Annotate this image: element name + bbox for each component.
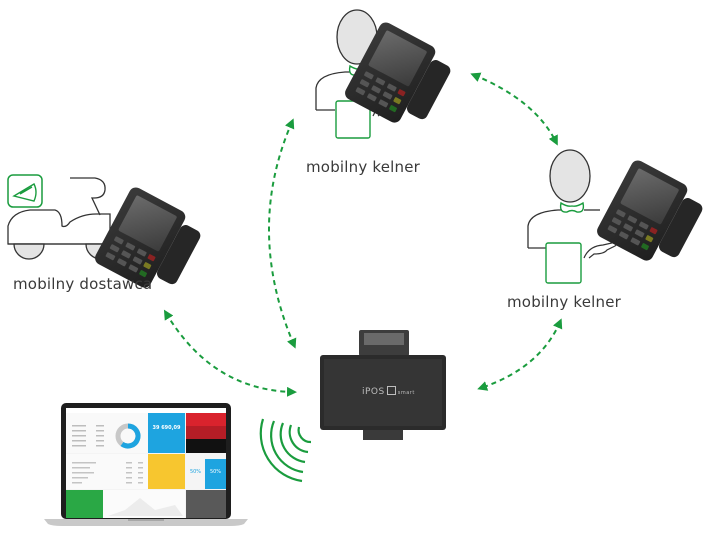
hand-icon [583,241,618,259]
handheld-terminal-icon [597,160,703,261]
pizza-slice-icon [12,183,37,202]
pos-brand-suffix: smart [397,390,415,396]
wireless-signal-icon [259,418,312,483]
laptop [44,403,248,526]
kpi-tile-gray [186,490,226,518]
pos-stand [363,430,403,440]
arrow-pos-to-waiter-top [268,118,297,349]
arrow-waiter-right-to-pos [477,318,563,391]
pos-station [320,330,446,440]
handheld-terminal-icon [345,22,451,123]
pos-brand-logo: iPOS smart [362,386,415,397]
label-waiter-top: mobilny kelner [306,158,421,176]
label-courier: mobilny dostawca [13,275,153,293]
laptop-base [44,519,248,526]
dashboard-percent-left: 50% [189,469,202,475]
dashboard-percent-right: 50% [209,469,222,475]
arrow-waiter-top-to-waiter-right [470,72,558,146]
person-icon [527,149,600,249]
arrow-courier-to-pos [163,309,297,397]
waiter-top-figure [315,9,451,139]
waiter-right-figure [527,149,703,284]
pos-brand-name: iPOS [362,387,385,397]
handheld-terminal-icon [95,187,201,288]
kpi-tile-green [66,490,103,518]
tablet-icon [545,242,582,284]
dashboard-kpi-value: 39 690,09 [152,425,181,431]
label-waiter-right: mobilny kelner [507,293,622,311]
bowtie-icon [559,201,585,213]
kpi-tile-blue [148,413,185,453]
pos-brand-square-icon [386,386,396,395]
kpi-tile-yellow [148,454,185,489]
courier-figure [7,174,201,288]
kpi-tile-blue-percent [205,459,226,489]
